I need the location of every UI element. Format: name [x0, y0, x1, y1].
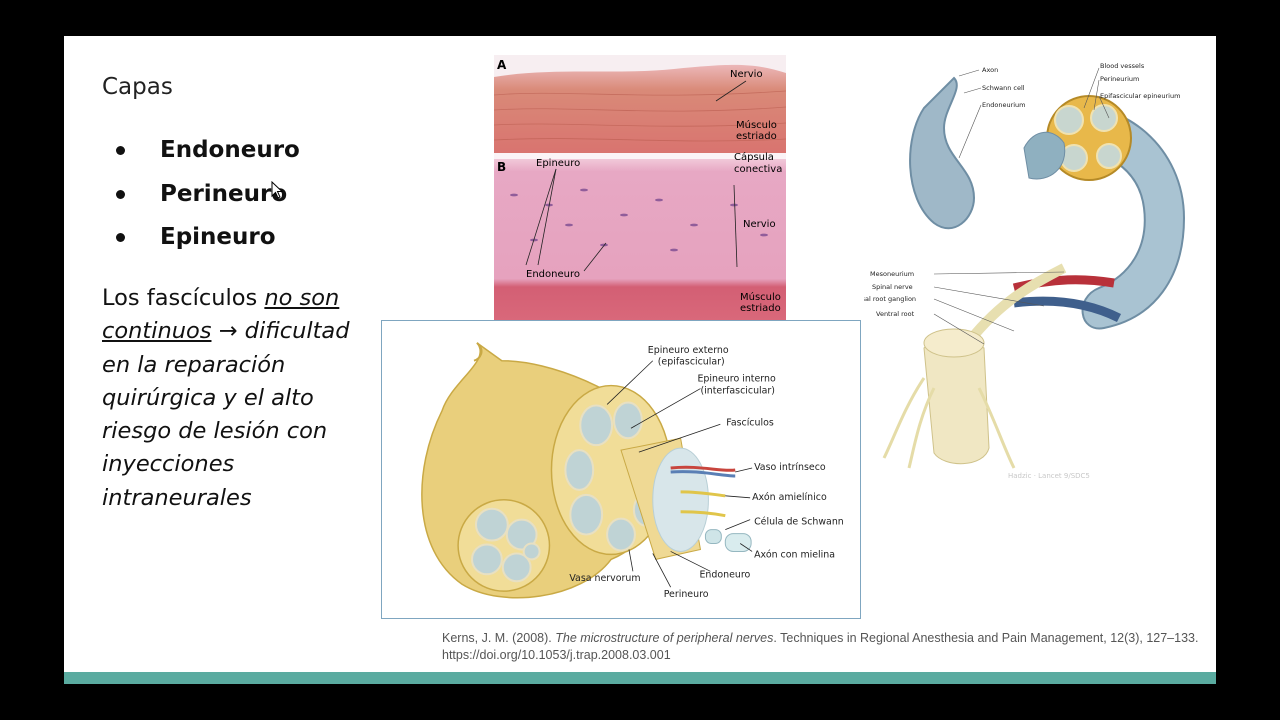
label-musculo-a-1: Músculo	[736, 119, 777, 131]
leader-line	[933, 286, 1045, 307]
bullet-label: Epineuro	[160, 224, 276, 250]
bullet-dot	[116, 233, 125, 242]
label-epi-ext-1: Epineuro externo	[648, 345, 729, 356]
citation-doi-link[interactable]: https://doi.org/10.1053/j.trap.2008.03.0…	[442, 648, 671, 662]
label-vasa: Vasa nervorum	[569, 573, 640, 584]
bullet-perineuro: Perineuro	[114, 176, 300, 220]
slide-heading: Capas	[102, 74, 173, 100]
label-axon-mielina: Axón con mielina	[754, 549, 835, 560]
bullet-endoneuro: Endoneuro	[114, 132, 300, 176]
para-rest: dificultad en la reparación quirúrgica y…	[102, 318, 350, 511]
leader-line	[652, 553, 672, 588]
label-endoneurium: Endoneurium	[982, 101, 1026, 109]
leader-line	[1098, 95, 1110, 119]
figure-watermark: Hadzic · Lancet 9/SDC5	[1008, 472, 1090, 480]
explanation-paragraph: Los fascículos no son continuos → dificu…	[102, 282, 362, 515]
nerve-cross-section-figure: Epineuro externo (epifascicular) Epineur…	[381, 320, 861, 619]
bullet-label: Perineuro	[160, 180, 288, 207]
label-axon-amiel: Axón amielínico	[752, 492, 827, 503]
label-axon: Axon	[982, 66, 998, 74]
label-endoneuro-cs: Endoneuro	[699, 569, 750, 580]
label-spinal-nerve: Spinal nerve	[872, 283, 913, 291]
panel-b-letter: B	[497, 160, 506, 174]
leader-line	[638, 423, 721, 453]
leader-line	[725, 519, 751, 530]
label-ventral-root: Ventral root	[876, 310, 915, 318]
bullet-label: Endoneuro	[160, 137, 300, 163]
label-schwann-cell: Schwann cell	[982, 84, 1025, 92]
label-nervio-b: Nervio	[743, 219, 776, 230]
leader-line	[725, 495, 751, 499]
leader-line	[933, 298, 1015, 332]
leader-line	[630, 388, 701, 429]
label-epineuro: Epineuro	[536, 158, 580, 169]
citation-title: The microstructure of peripheral nerves	[555, 631, 774, 645]
leader-line	[715, 80, 747, 102]
leader-line	[733, 184, 738, 268]
leader-line	[735, 467, 753, 473]
label-mesoneurium: Mesoneurium	[870, 270, 914, 278]
label-endoneuro-histo: Endoneuro	[526, 269, 580, 280]
footer-accent-bar	[64, 672, 1216, 684]
citation: Kerns, J. M. (2008). The microstructure …	[442, 630, 1212, 664]
leader-line	[933, 313, 985, 345]
label-fasciculos: Fascículos	[726, 417, 774, 428]
bullet-epineuro: Epineuro	[114, 219, 300, 263]
label-epi-ext-2: (epifascicular)	[658, 357, 725, 368]
bullet-dot	[116, 146, 125, 155]
label-blood-vessels: Blood vessels	[1100, 62, 1145, 70]
leader-line	[1083, 67, 1100, 109]
bullet-dot	[116, 189, 125, 199]
label-musculo-a-2: estriado	[736, 131, 777, 142]
panel-a-letter: A	[497, 58, 507, 72]
leader-line	[628, 549, 634, 572]
leader-line	[525, 168, 557, 266]
leader-line	[739, 543, 753, 552]
leader-line	[958, 69, 980, 77]
para-arrow: →	[211, 318, 245, 345]
histology-figure: A B Nervio Músculo estriado Epineuro Cáp…	[494, 55, 786, 320]
leader-line	[606, 360, 654, 405]
leader-line	[963, 87, 982, 94]
label-epifascicular: Epifascicular epineurium	[1100, 92, 1180, 100]
label-nervio-a: Nervio	[730, 69, 763, 80]
para-lead: Los fascículos	[102, 285, 265, 311]
label-capsula-2: conectiva	[734, 164, 782, 175]
label-vaso: Vaso intrínseco	[754, 462, 826, 473]
label-epi-int-1: Epineuro interno	[697, 374, 775, 385]
para-underlined: no son continuos	[102, 285, 340, 345]
label-drg: Dorsal root ganglion	[864, 295, 916, 303]
leader-line	[670, 551, 711, 572]
label-epi-int-2: (interfascicular)	[700, 386, 775, 397]
mouse-pointer-icon	[271, 181, 283, 199]
label-musculo-b-2: estriado	[740, 303, 781, 314]
nerve-anatomy-figure: Axon Schwann cell Endoneurium Blood vess…	[864, 62, 1186, 480]
label-capsula-1: Cápsula	[734, 151, 774, 163]
label-schwann: Célula de Schwann	[754, 517, 844, 528]
label-musculo-b-1: Músculo	[740, 291, 781, 303]
slide: Capas Endoneuro Perineuro Epineuro Los f…	[64, 36, 1216, 684]
leader-line	[583, 242, 607, 272]
leader-line	[958, 104, 982, 159]
label-perineurium: Perineurium	[1100, 75, 1139, 83]
leader-line	[537, 168, 557, 266]
layer-list: Endoneuro Perineuro Epineuro	[114, 132, 300, 263]
citation-authors: Kerns, J. M. (2008).	[442, 631, 556, 645]
label-perineuro: Perineuro	[664, 589, 709, 600]
citation-source: . Techniques in Regional Anesthesia and …	[773, 631, 1199, 645]
leader-line	[933, 271, 1065, 275]
leader-line	[1093, 79, 1100, 111]
